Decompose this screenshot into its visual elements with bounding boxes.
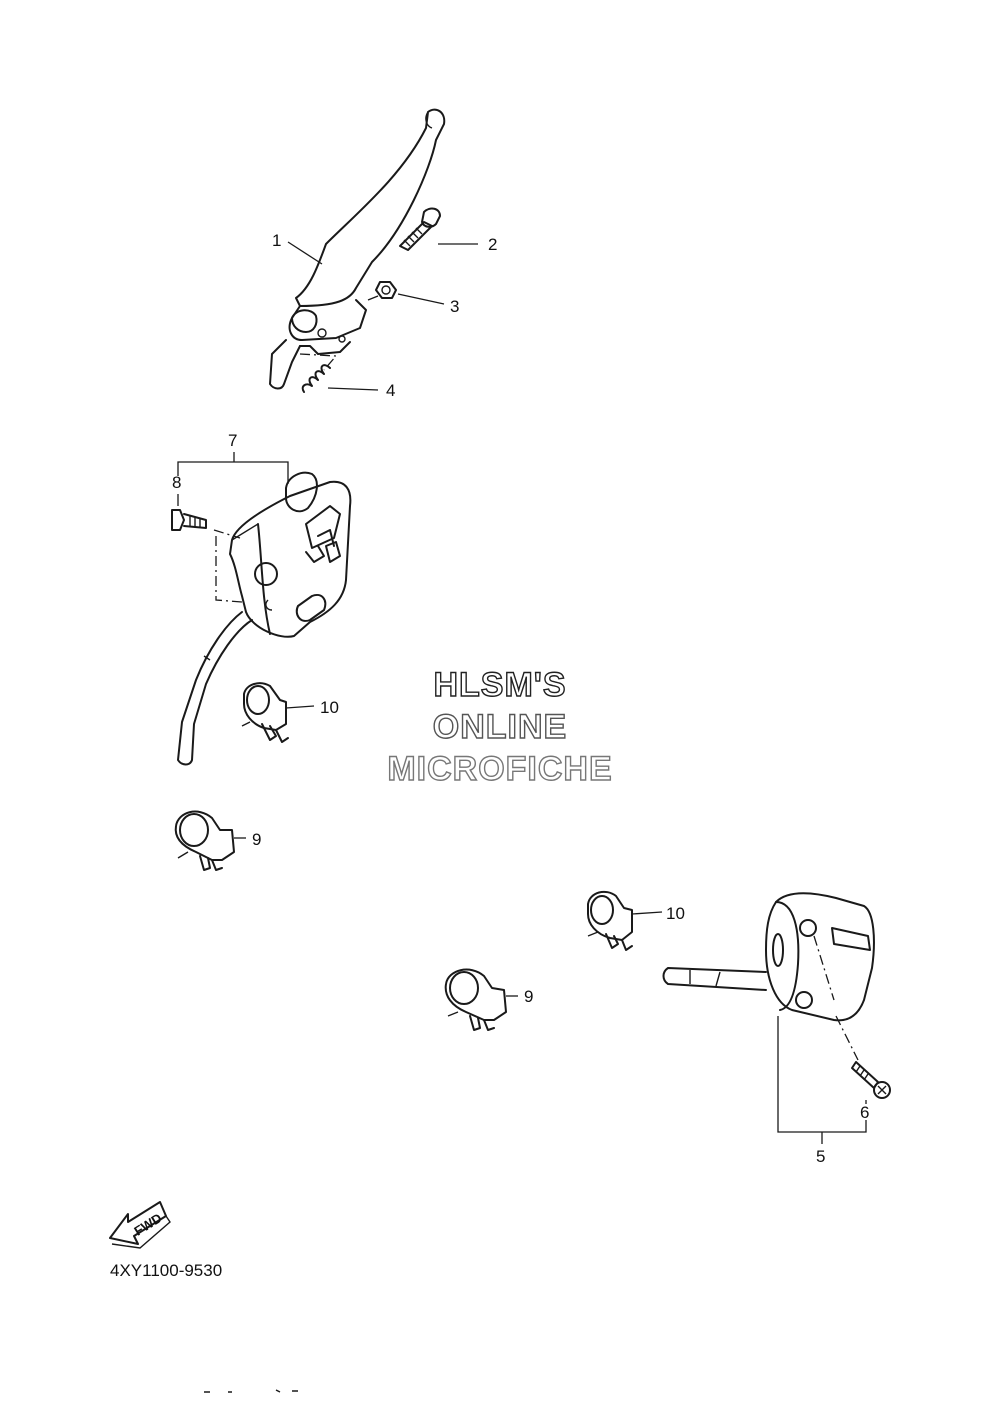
callout-3: 3 bbox=[450, 297, 459, 316]
clamp-part-10-right bbox=[587, 890, 633, 951]
callout-1: 1 bbox=[272, 231, 281, 250]
clamp-part-10-left bbox=[241, 682, 289, 743]
watermark-line-2: ONLINE bbox=[433, 708, 567, 746]
callout-4: 4 bbox=[386, 381, 395, 400]
clamp-part-9-left bbox=[174, 810, 235, 871]
callout-10-left: 10 bbox=[320, 698, 339, 717]
callout-6: 6 bbox=[860, 1103, 869, 1122]
fwd-arrow-icon: FWD bbox=[109, 1201, 171, 1249]
screw-part-8 bbox=[171, 509, 207, 531]
lever-part-1 bbox=[269, 108, 446, 390]
callout-9-right: 9 bbox=[524, 987, 533, 1006]
callout-5: 5 bbox=[816, 1147, 825, 1166]
callout-7: 7 bbox=[228, 431, 237, 450]
callout-8: 8 bbox=[172, 473, 181, 492]
callout-2: 2 bbox=[488, 235, 497, 254]
clamp-part-9-right bbox=[444, 968, 507, 1031]
callout-9-left: 9 bbox=[252, 830, 261, 849]
left-switch-part-7 bbox=[177, 471, 352, 766]
screw-part-6 bbox=[851, 1061, 891, 1099]
right-switch-part-5 bbox=[662, 892, 875, 1022]
scan-marks bbox=[204, 1389, 298, 1393]
fwd-label: FWD bbox=[131, 1210, 164, 1238]
watermark-line-1: HLSM'S bbox=[433, 666, 566, 704]
watermark-line-3: MICROFICHE bbox=[387, 750, 612, 788]
watermark: HLSM'S ONLINE MICROFICHE bbox=[387, 665, 613, 788]
callout-10-right: 10 bbox=[666, 904, 685, 923]
bolt-part-2 bbox=[399, 207, 441, 251]
spring-part-4 bbox=[299, 353, 338, 393]
diagram-code: 4XY1100-9530 bbox=[110, 1261, 222, 1280]
nut-part-3 bbox=[375, 281, 397, 299]
